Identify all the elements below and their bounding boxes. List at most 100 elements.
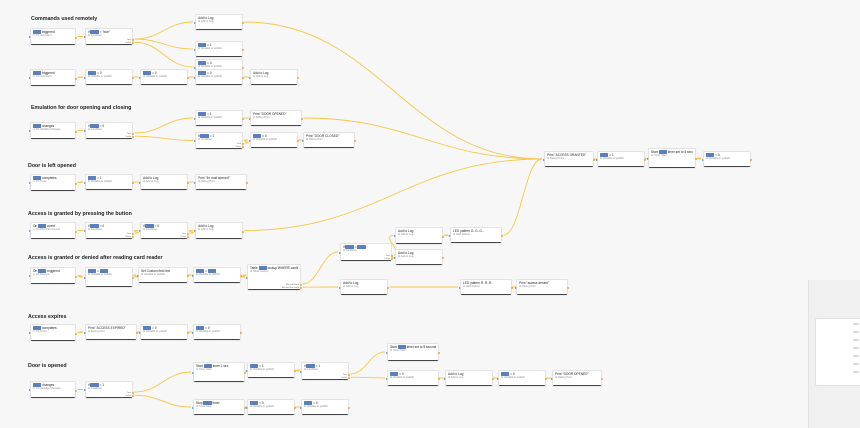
output-port-icon[interactable] <box>438 352 441 354</box>
output-port-icon[interactable] <box>242 230 245 233</box>
input-port-icon[interactable] <box>300 370 302 373</box>
flow-node-n32[interactable]: Set Custom field line⊟ Variable to publi… <box>137 267 190 283</box>
output-port-icon[interactable] <box>695 158 698 160</box>
input-port-icon[interactable] <box>137 274 139 277</box>
output-port-icon[interactable] <box>438 378 441 380</box>
flow-node-n29[interactable]: = 0⊟ Variable to publish <box>702 151 753 167</box>
input-port-icon[interactable] <box>84 36 86 39</box>
flow-node-n45[interactable]: = 0⊟ Variable to publish <box>192 324 243 340</box>
flow-node-n36[interactable]: Add to Log⊟ Add to Log <box>394 227 445 244</box>
flow-node-n38[interactable]: LED pattern G..G..G..⊟ LED Pattern <box>449 227 504 243</box>
output-port-icon[interactable] <box>132 42 135 45</box>
flow-node-n43[interactable]: Print "ACCESS EXPIRED"⊟ Debug Print <box>84 324 139 340</box>
input-port-icon[interactable] <box>194 66 196 69</box>
flow-node-n14[interactable]: Print "DOOR OPENED"⊟ Debug Print <box>249 110 304 126</box>
input-port-icon[interactable] <box>449 234 451 237</box>
input-port-icon[interactable] <box>386 351 388 354</box>
flow-node-n57[interactable]: = 0⊟ Variable to publish <box>246 399 297 415</box>
input-port-icon[interactable] <box>246 406 248 409</box>
output-port-icon[interactable] <box>242 49 245 51</box>
flow-node-n25[interactable]: Add to Log⊟ Add to Log <box>194 222 245 239</box>
flow-node-n07[interactable]: = 0⊟ Variable to publish <box>84 69 135 85</box>
flow-node-n39[interactable]: Add to Log⊟ Add to Log <box>339 279 390 295</box>
input-port-icon[interactable] <box>29 36 31 39</box>
input-port-icon[interactable] <box>249 76 251 79</box>
output-port-icon[interactable] <box>300 287 303 290</box>
output-port-icon[interactable] <box>132 182 135 184</box>
output-port-icon[interactable] <box>75 182 78 185</box>
flow-node-n53[interactable]: Add to Log⊟ Add to Log <box>444 370 495 386</box>
flow-node-n28[interactable]: Start timer set to 5 seconds⊟ Timer Star… <box>647 148 698 168</box>
flow-node-n54[interactable]: = 0⊟ Variable to publish <box>497 370 548 386</box>
flow-node-n13[interactable]: = 1⊟ Variable to publish <box>194 110 245 126</box>
output-port-icon[interactable] <box>75 130 78 133</box>
flow-node-n46[interactable]: changes⊙ On Variable Changes <box>29 381 78 398</box>
input-port-icon[interactable] <box>551 377 553 380</box>
output-port-icon[interactable] <box>240 332 243 334</box>
flow-node-n52[interactable]: = 0⊟ Variable to publish <box>386 370 441 386</box>
flow-node-n06[interactable]: triggered⊙ On command <box>29 69 78 86</box>
output-port-icon[interactable] <box>300 284 303 286</box>
input-port-icon[interactable] <box>192 274 194 277</box>
flow-node-n01[interactable]: triggered⊙ On command <box>29 28 78 45</box>
input-port-icon[interactable] <box>596 158 598 161</box>
input-port-icon[interactable] <box>194 140 196 143</box>
output-port-icon[interactable] <box>348 377 351 380</box>
output-port-icon[interactable] <box>348 374 351 376</box>
input-port-icon[interactable] <box>194 181 196 184</box>
input-port-icon[interactable] <box>194 117 196 120</box>
output-port-icon[interactable] <box>567 287 570 289</box>
output-port-icon[interactable] <box>501 235 504 237</box>
input-port-icon[interactable] <box>647 157 649 160</box>
output-port-icon[interactable] <box>294 370 297 372</box>
output-port-icon[interactable] <box>240 275 243 277</box>
flow-node-n18[interactable]: completes⊙ On Timer <box>29 174 78 191</box>
output-port-icon[interactable] <box>442 235 445 238</box>
input-port-icon[interactable] <box>84 130 86 133</box>
output-port-icon[interactable] <box>545 378 548 380</box>
output-port-icon[interactable] <box>187 332 190 334</box>
input-port-icon[interactable] <box>394 235 396 238</box>
output-port-icon[interactable] <box>242 67 245 69</box>
flow-node-n56[interactable]: Stop timer⊟ Timer Stop <box>192 399 247 415</box>
output-port-icon[interactable] <box>750 159 753 161</box>
input-port-icon[interactable] <box>386 377 388 380</box>
input-port-icon[interactable] <box>339 251 341 254</box>
input-port-icon[interactable] <box>300 406 302 409</box>
input-port-icon[interactable] <box>249 117 251 120</box>
output-port-icon[interactable] <box>132 392 135 394</box>
flow-node-n16[interactable]: = 0⊟ Variable to publish <box>249 132 300 148</box>
output-port-icon[interactable] <box>132 233 135 235</box>
flow-node-n27[interactable]: = 1⊟ Variable to publish <box>596 151 647 167</box>
flow-node-n03[interactable]: Add to Log⊟ Add to Log <box>194 14 245 30</box>
output-port-icon[interactable] <box>297 77 300 79</box>
flow-node-n51[interactable]: Start timer set to 5 seconds⊟ Timer Star… <box>386 343 441 361</box>
input-port-icon[interactable] <box>702 158 704 161</box>
output-port-icon[interactable] <box>132 136 135 139</box>
output-port-icon[interactable] <box>297 140 300 142</box>
input-port-icon[interactable] <box>497 377 499 380</box>
output-port-icon[interactable] <box>348 407 351 409</box>
input-port-icon[interactable] <box>29 77 31 80</box>
output-port-icon[interactable] <box>75 230 78 233</box>
input-port-icon[interactable] <box>302 139 304 142</box>
input-port-icon[interactable] <box>29 130 31 133</box>
input-port-icon[interactable] <box>194 48 196 51</box>
input-port-icon[interactable] <box>29 182 31 185</box>
input-port-icon[interactable] <box>29 275 31 278</box>
output-port-icon[interactable] <box>187 182 190 184</box>
flow-node-n21[interactable]: Print "Ihr mail opened"⊟ Debug Print <box>194 174 249 190</box>
output-port-icon[interactable] <box>246 182 249 184</box>
output-port-icon[interactable] <box>492 378 495 380</box>
flow-node-n09[interactable]: = 0⊟ Variable to publish <box>194 69 245 85</box>
flow-node-n20[interactable]: Add to Log⊟ Add to Log <box>139 174 190 190</box>
input-port-icon[interactable] <box>194 76 196 79</box>
flow-node-n37[interactable]: Add to Log⊟ Add to Log <box>394 249 445 265</box>
input-port-icon[interactable] <box>246 276 248 279</box>
input-port-icon[interactable] <box>29 389 31 392</box>
